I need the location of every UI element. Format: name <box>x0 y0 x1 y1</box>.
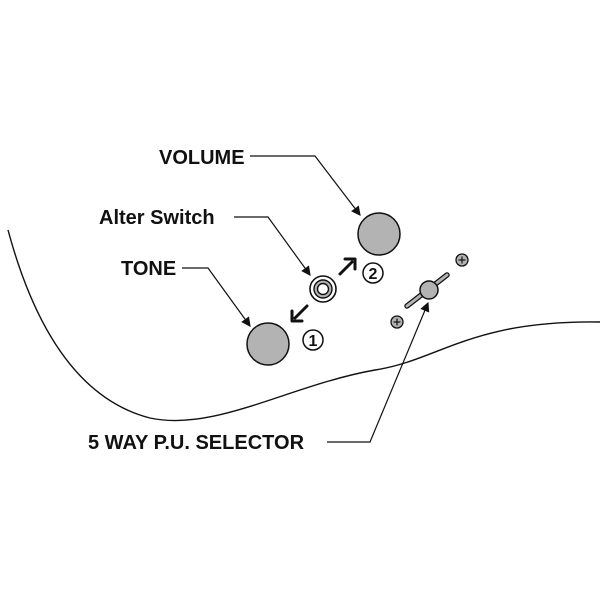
marker-1-text: 1 <box>309 333 318 350</box>
plus-screw-icon <box>455 253 469 267</box>
body-outline <box>7 229 600 422</box>
arrow-up-right-icon <box>338 257 357 276</box>
volume-leader-line <box>250 155 361 216</box>
alter-switch-label: Alter Switch <box>99 207 215 229</box>
selector-label: 5 WAY P.U. SELECTOR <box>88 432 305 454</box>
arrow-down-left-icon <box>290 304 309 323</box>
volume-knob[interactable] <box>357 212 401 256</box>
plus-screw-icon <box>390 315 404 329</box>
selector-switch-tip[interactable] <box>419 280 439 300</box>
tone-label: TONE <box>121 258 176 280</box>
selector-leader-line <box>327 301 430 443</box>
tone-knob[interactable] <box>246 322 290 366</box>
push-switch-icon[interactable] <box>309 275 337 303</box>
alter-switch-leader-line <box>234 216 311 276</box>
position-marker-2: 2 <box>362 262 384 284</box>
position-marker-1: 1 <box>302 329 324 351</box>
tone-leader-line <box>182 267 251 327</box>
marker-2-text: 2 <box>369 266 378 283</box>
volume-label: VOLUME <box>159 147 245 169</box>
